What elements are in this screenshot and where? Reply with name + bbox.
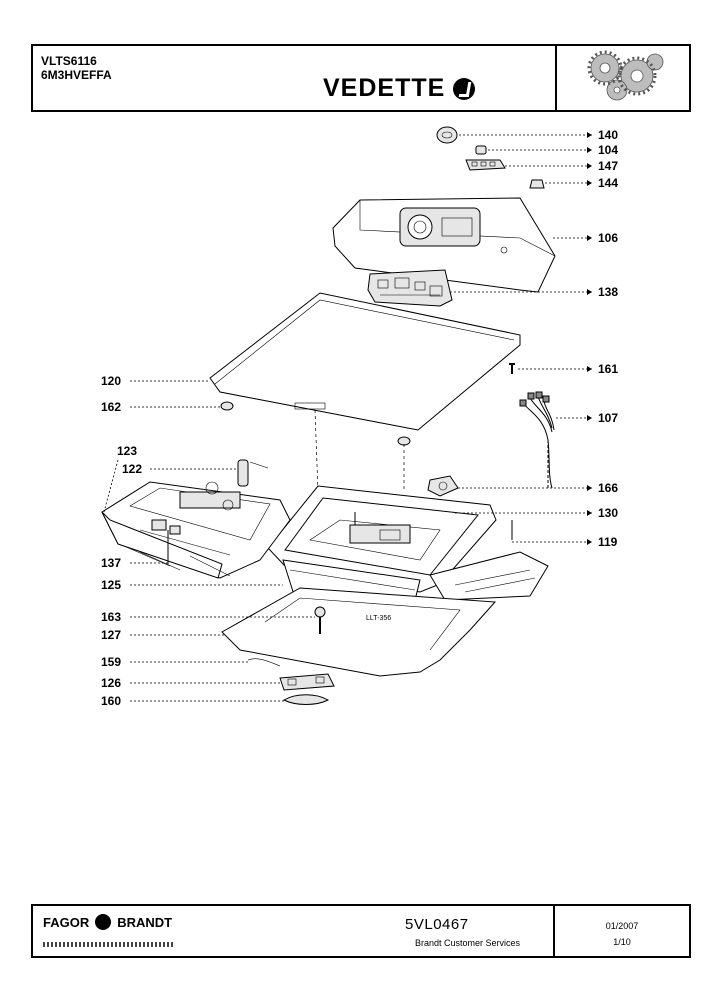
callout-label: 161 [598,362,618,376]
callout-label: 137 [101,556,121,570]
part-button [475,145,487,155]
callout-label: 106 [598,231,618,245]
part-cap [529,179,545,189]
part-hose [247,658,281,667]
diagram-stamp: LLT-356 [366,615,391,622]
callout-label: 162 [101,400,121,414]
part-wiring-harness [519,391,555,489]
part-base-plate: LLT-356 [221,587,497,677]
part-foot-pad [220,401,411,446]
part-lid [209,292,521,431]
callout-label: 119 [598,535,618,549]
brand-name: VEDETTE [323,74,446,102]
doc-date: 01/2007 [605,921,639,931]
part-bolt [314,606,326,634]
callout-label: 140 [598,128,618,142]
part-knob [436,126,458,144]
callout-label: 166 [598,481,618,495]
model-line-2: 6M3HVEFFA [41,68,112,82]
model-line-1: VLTS6116 [41,54,97,68]
part-screw [509,363,515,374]
callout-label: 144 [598,176,618,190]
vedette-logo-icon [453,77,476,100]
callout-label: 122 [122,462,142,476]
part-drawer-handle [237,459,269,487]
maker-logo: FAGOR BRANDT [43,914,172,930]
callout-label: 138 [598,285,618,299]
page-number: 1/10 [613,937,631,947]
gears-icon-box [555,46,689,110]
callout-label: 159 [101,655,121,669]
service-name: Brandt Customer Services [415,938,521,948]
callout-label: 126 [101,676,121,690]
callout-label: 107 [598,411,618,425]
part-dispenser-assembly [101,481,291,579]
callout-label: 163 [101,610,121,624]
callout-label: 104 [598,143,618,157]
assembly-guide-lines [314,409,405,493]
footer-block: FAGOR BRANDT 5VL0467 Brandt Customer Ser… [31,904,691,958]
callout-label: 123 [117,444,137,458]
brand-logo: VEDETTE [323,74,476,103]
callout-label: 147 [598,159,618,173]
callout-label: 130 [598,506,618,520]
header-block: VLTS6116 6M3HVEFFA VEDETTE [31,44,691,112]
fagorbrandt-logo-icon [95,914,112,930]
callout-label: 160 [101,694,121,708]
document-number: 5VL0467 [405,916,469,933]
leader-lines [103,132,592,702]
part-electronic-module [367,269,453,307]
callout-label: 120 [101,374,121,388]
part-seal [282,694,330,705]
part-top-frame [267,485,549,601]
callout-label: 125 [101,578,121,592]
doc-meta: 01/2007 1/10 [553,906,689,956]
part-key-strip [465,159,506,171]
model-info: VLTS6116 6M3HVEFFA [41,54,112,82]
part-filter-cover [279,673,335,691]
part-pressure-switch [427,475,459,497]
callout-labels: 140 104 147 144 106 138 161 107 166 130 … [101,128,618,708]
maker-left: FAGOR [43,914,90,930]
maker-tagline-graphic [43,942,173,947]
part-control-panel [332,197,556,293]
maker-right: BRANDT [117,914,173,930]
gears-icon [557,46,687,108]
callout-label: 127 [101,628,121,642]
